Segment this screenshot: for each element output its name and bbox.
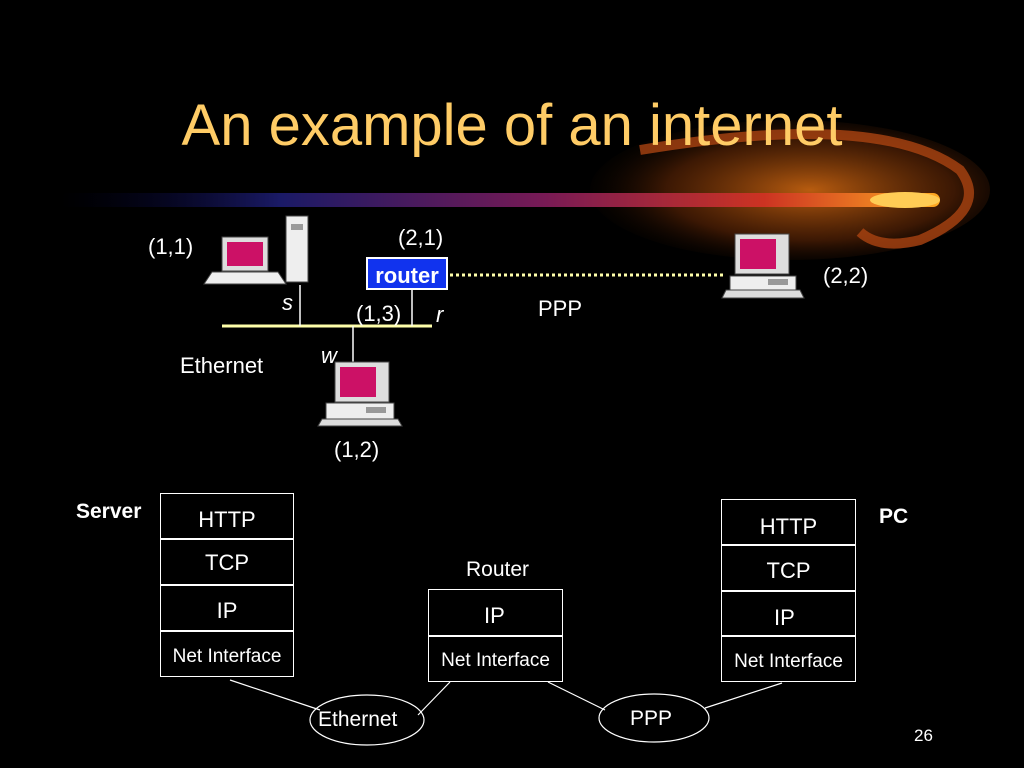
- router-layer-ip: IP: [428, 589, 563, 636]
- comet-decoration: [60, 120, 990, 260]
- pc-layer-http: HTTP: [721, 499, 856, 545]
- pc-layer-ip: IP: [721, 591, 856, 636]
- pc-to-ppp: [704, 682, 783, 709]
- ethernet-network-label: Ethernet: [180, 353, 264, 378]
- ethernet-ellipse: [309, 694, 425, 746]
- router-if-1-3-label: (1,3): [356, 301, 402, 326]
- router-stack-label: Router: [466, 558, 530, 581]
- router-layer-net-interface: Net Interface: [428, 636, 563, 682]
- server-layer-net-interface: Net Interface: [160, 631, 294, 677]
- pc-stack-label: PC: [879, 505, 909, 528]
- link-s-label: s: [282, 290, 293, 315]
- page-number: 26: [914, 726, 933, 745]
- ppp-ellipse: [598, 693, 710, 743]
- pc-layer-net-interface: Net Interface: [721, 636, 856, 682]
- ppp-link-label: PPP: [538, 296, 583, 321]
- computer-icon-host-1-2: [317, 361, 403, 427]
- computer-icon-host-2-2: [721, 233, 805, 299]
- router-box: router: [366, 257, 448, 290]
- ethernet-link-label: Ethernet: [318, 708, 398, 731]
- host-2-2-label: (2,2): [823, 263, 869, 288]
- router-if-2-1-label: (2,1): [398, 225, 444, 250]
- server-layer-ip: IP: [160, 585, 294, 631]
- slide-title: An example of an internet: [181, 93, 843, 158]
- ppp-ellipse-label: PPP: [630, 707, 673, 730]
- link-r-label: r: [436, 302, 444, 327]
- host-1-1-label: (1,1): [148, 234, 194, 259]
- server-stack-label: Server: [76, 500, 142, 523]
- server-layer-http: HTTP: [160, 493, 294, 539]
- link-w-label: w: [321, 343, 337, 368]
- server-to-ethernet: [229, 679, 321, 711]
- server-layer-tcp: TCP: [160, 539, 294, 585]
- router-to-ppp: [547, 681, 606, 711]
- computer-icon-host-1-1: [203, 215, 309, 285]
- pc-layer-tcp: TCP: [721, 545, 856, 591]
- router-to-ethernet: [417, 681, 451, 716]
- host-1-2-label: (1,2): [334, 437, 380, 462]
